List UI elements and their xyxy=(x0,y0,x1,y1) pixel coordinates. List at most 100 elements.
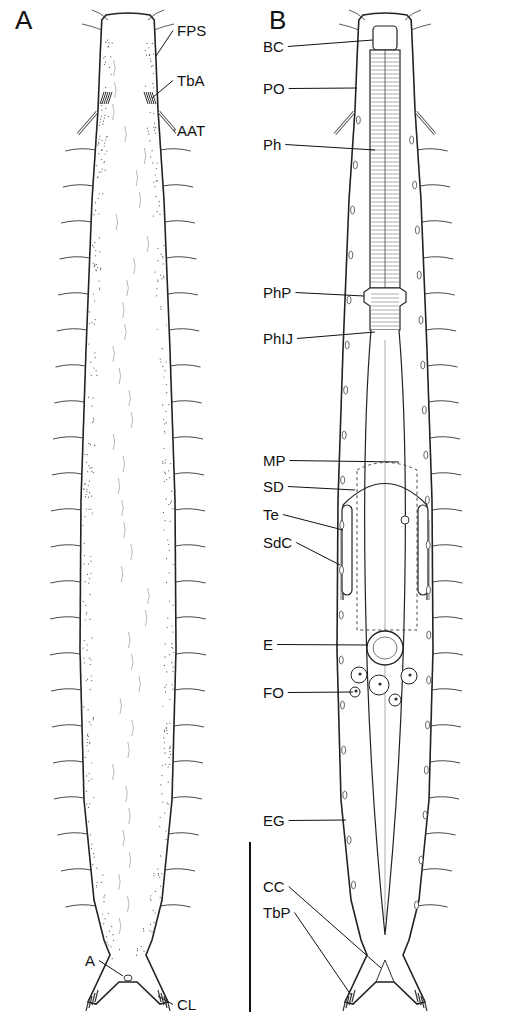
sperm-duct xyxy=(343,484,427,601)
posterior-adhesive-tube xyxy=(424,999,427,1011)
stipple-dot xyxy=(93,472,94,473)
cuticle-fold xyxy=(121,566,123,582)
lateral-bristle xyxy=(431,725,461,727)
stipple-dot xyxy=(85,494,86,495)
stipple-dot xyxy=(86,745,87,746)
stipple-dot xyxy=(169,572,170,573)
stipple-dot xyxy=(143,951,144,952)
stipple-dot xyxy=(150,61,151,62)
stipple-dot xyxy=(157,211,158,212)
stipple-dot xyxy=(92,422,93,423)
stipple-dot xyxy=(104,64,105,65)
stipple-dot xyxy=(94,857,95,858)
stipple-dot xyxy=(146,43,147,44)
stipple-dot xyxy=(86,509,87,510)
stipple-dot xyxy=(96,264,97,265)
posterior-adhesive-tube xyxy=(164,996,167,1008)
stipple-dot xyxy=(95,269,96,270)
stipple-dot xyxy=(165,839,166,840)
stipple-dot xyxy=(88,709,89,710)
stipple-dot xyxy=(165,691,166,692)
stipple-dot xyxy=(166,727,167,728)
stipple-dot xyxy=(101,105,102,106)
stipple-dot xyxy=(169,477,170,478)
part-label: PO xyxy=(262,80,286,97)
stipple-dot xyxy=(151,931,152,932)
ciliary-tuft xyxy=(144,92,148,104)
stipple-dot xyxy=(103,162,104,163)
egg xyxy=(367,631,403,665)
stipple-dot xyxy=(108,913,109,914)
stipple-dot xyxy=(91,496,92,497)
lateral-bristle xyxy=(169,833,199,835)
stipple-dot xyxy=(82,525,83,526)
stipple-dot xyxy=(167,618,168,619)
oocyte-nucleus xyxy=(378,682,381,685)
stipple-dot xyxy=(83,658,84,659)
sensory-cilium xyxy=(82,24,102,30)
caudal-cone xyxy=(376,960,394,982)
lateral-bristle xyxy=(66,905,96,907)
stipple-dot xyxy=(164,432,165,433)
stipple-dot xyxy=(104,143,105,144)
stipple-dot xyxy=(100,171,101,172)
stipple-dot xyxy=(88,485,89,486)
stipple-dot xyxy=(93,717,94,718)
lateral-bristle xyxy=(432,509,462,511)
stipple-dot xyxy=(156,295,157,296)
stipple-dot xyxy=(164,481,165,482)
stipple-dot xyxy=(90,556,91,557)
stipple-dot xyxy=(146,55,147,56)
stipple-dot xyxy=(83,706,84,707)
stipple-dot xyxy=(165,473,166,474)
stipple-dot xyxy=(153,87,154,88)
stipple-dot xyxy=(164,730,165,731)
lateral-bristle xyxy=(432,545,462,547)
part-label: EG xyxy=(262,812,286,829)
stipple-dot xyxy=(166,582,167,583)
stipple-dot xyxy=(168,544,169,545)
stipple-dot xyxy=(163,277,164,278)
stipple-dot xyxy=(164,472,165,473)
part-label: SD xyxy=(262,478,285,495)
stipple-dot xyxy=(164,687,165,688)
lateral-bristle xyxy=(431,473,461,475)
stipple-dot xyxy=(104,118,105,119)
dorsal-body-outline xyxy=(80,13,176,1004)
stipple-dot xyxy=(88,780,89,781)
scale-bar xyxy=(249,842,251,1012)
stipple-dot xyxy=(111,926,112,927)
stipple-dot xyxy=(91,675,92,676)
stipple-dot xyxy=(83,489,84,490)
stipple-dot xyxy=(93,367,94,368)
stipple-dot xyxy=(89,658,90,659)
stipple-dot xyxy=(95,255,96,256)
stipple-dot xyxy=(110,946,111,947)
stipple-dot xyxy=(91,375,92,376)
epidermal-gland xyxy=(410,136,414,144)
stipple-dot xyxy=(153,910,154,911)
stipple-dot xyxy=(167,733,168,734)
lateral-bristle xyxy=(423,257,453,259)
leader-line xyxy=(290,461,400,463)
ciliary-tuft xyxy=(102,92,106,104)
stipple-dot xyxy=(101,150,102,151)
stipple-dot xyxy=(93,718,94,719)
stipple-dot xyxy=(86,804,87,805)
stipple-dot xyxy=(89,743,90,744)
stipple-dot xyxy=(90,509,91,510)
stipple-dot xyxy=(152,83,153,84)
posterior-adhesive-tube xyxy=(421,996,424,1008)
stipple-dot xyxy=(159,877,160,878)
stipple-dot xyxy=(85,496,86,497)
stipple-dot xyxy=(171,625,172,626)
sensory-cilium xyxy=(154,24,174,30)
stipple-dot xyxy=(106,137,107,138)
stipple-dot xyxy=(154,130,155,131)
cuticle-fold xyxy=(148,588,150,604)
stipple-dot xyxy=(86,614,87,615)
stipple-dot xyxy=(153,873,154,874)
stipple-dot xyxy=(164,448,165,449)
stipple-dot xyxy=(145,50,146,51)
stipple-dot xyxy=(111,74,112,75)
